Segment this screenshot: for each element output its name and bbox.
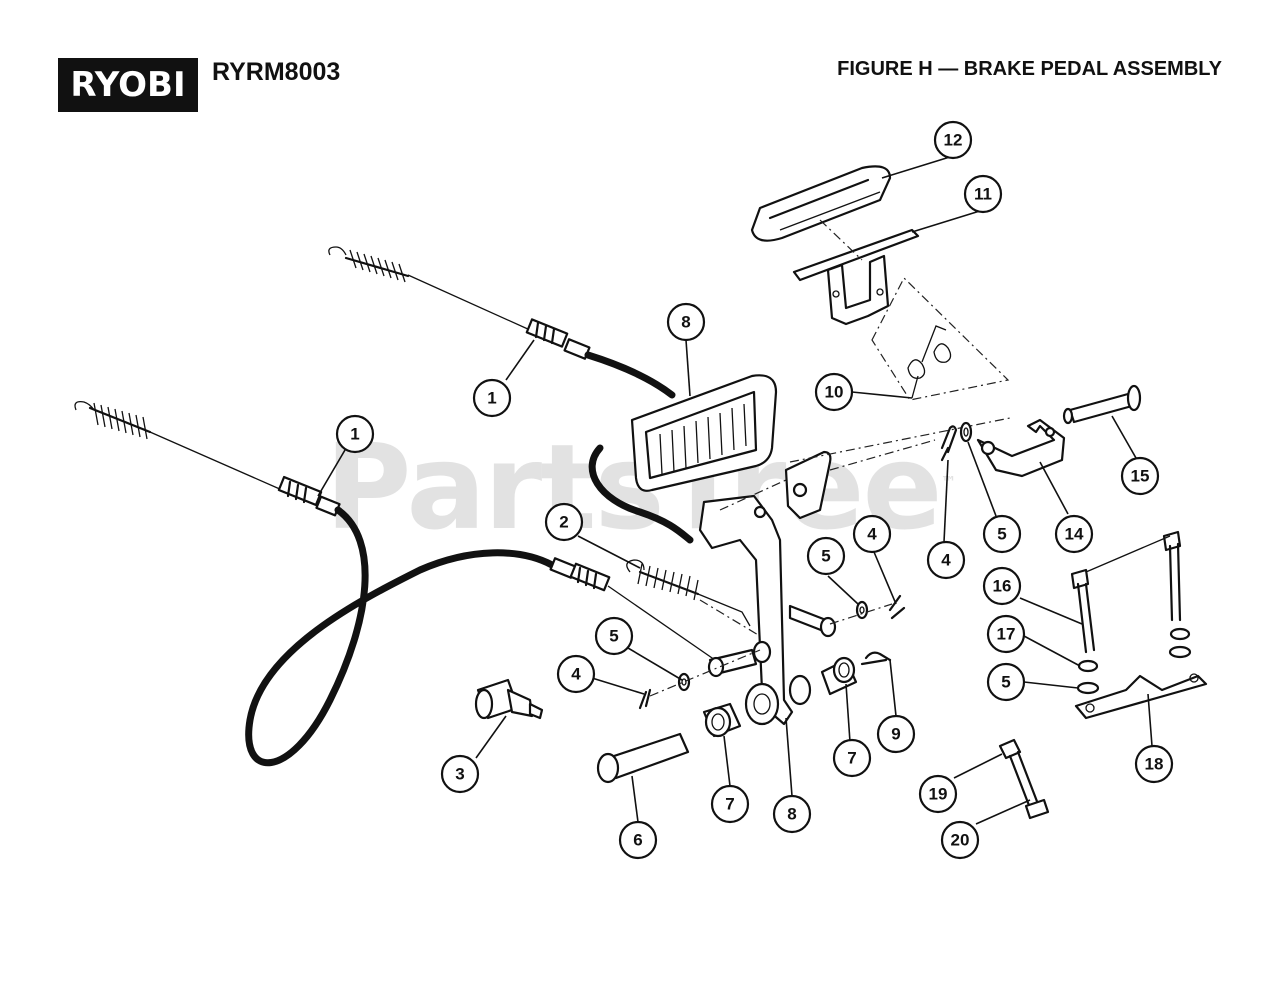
logo-text: RYOBI — [70, 65, 186, 105]
svg-text:4: 4 — [867, 525, 877, 544]
svg-text:9: 9 — [891, 725, 900, 744]
callout-17: 17 — [986, 614, 1026, 654]
callout-11: 10 — [814, 372, 854, 412]
bolt-nut-set — [998, 738, 1050, 820]
callout-1-lower: 1 — [335, 414, 375, 454]
callout-6: 6 — [618, 820, 658, 860]
callout-14: 14 — [1054, 514, 1094, 554]
svg-text:1: 1 — [350, 425, 359, 444]
svg-text:4: 4 — [571, 665, 581, 684]
brake-cable-lower — [74, 401, 716, 767]
torsion-spring — [871, 277, 1010, 401]
callout-8: 8 — [772, 794, 812, 834]
callout-15: 15 — [1120, 456, 1160, 496]
svg-text:17: 17 — [997, 625, 1016, 644]
pivot-bolt — [1062, 384, 1142, 425]
callout-5-left: 5 — [594, 616, 634, 656]
callout-2: 2 — [544, 502, 584, 542]
pedal-pad — [630, 374, 778, 492]
svg-text:7: 7 — [847, 749, 856, 768]
callout-13: 12 — [933, 120, 973, 160]
callout-20: 20 — [940, 820, 980, 860]
pedal-cable-segment — [588, 444, 694, 544]
svg-text:15: 15 — [1131, 467, 1150, 486]
callout-4-left: 4 — [556, 654, 596, 694]
callout-16: 16 — [982, 566, 1022, 606]
callout-18: 18 — [1134, 744, 1174, 784]
svg-text:8: 8 — [787, 805, 796, 824]
ryobi-logo: RYOBI — [58, 58, 198, 112]
callout-4-right: 4 — [926, 540, 966, 580]
svg-text:20: 20 — [951, 831, 970, 850]
leader-lines — [317, 155, 1153, 825]
callout-5-plate: 5 — [986, 662, 1026, 702]
return-spring — [626, 559, 761, 637]
pedal-arm — [698, 459, 831, 726]
callout-7-left: 7 — [710, 784, 750, 824]
callout-7-right: 7 — [832, 738, 872, 778]
brake-switch — [474, 678, 544, 720]
svg-text:14: 14 — [1065, 525, 1084, 544]
svg-text:16: 16 — [993, 577, 1012, 596]
svg-text:4: 4 — [941, 551, 951, 570]
callout-9: 9 — [876, 714, 916, 754]
svg-text:5: 5 — [609, 627, 618, 646]
foot-pad-cover — [750, 165, 892, 242]
svg-text:12: 12 — [944, 131, 963, 150]
svg-text:5: 5 — [1001, 673, 1010, 692]
svg-text:3: 3 — [455, 765, 464, 784]
callout-10: 8 — [666, 302, 706, 342]
svg-text:11: 11 — [974, 185, 992, 204]
svg-text:8: 8 — [681, 313, 690, 332]
arm-hardware — [596, 594, 906, 784]
svg-text:5: 5 — [997, 525, 1006, 544]
callout-5-mid: 5 — [806, 536, 846, 576]
callout-5-right: 5 — [982, 514, 1022, 554]
pedal-top-bracket — [792, 219, 920, 326]
svg-text:19: 19 — [929, 785, 948, 804]
callout-3: 3 — [440, 754, 480, 794]
svg-text:2: 2 — [559, 513, 568, 532]
svg-text:10: 10 — [825, 383, 844, 402]
callout-19: 19 — [918, 774, 958, 814]
mounting-plate-assembly — [1070, 530, 1208, 720]
hardware-near-linkage — [940, 421, 973, 462]
svg-text:5: 5 — [821, 547, 830, 566]
callout-4-mid: 4 — [852, 514, 892, 554]
svg-text:7: 7 — [725, 795, 734, 814]
model-number: RYRM8003 — [212, 58, 341, 86]
pedal-mount-bracket — [784, 417, 1011, 520]
callout-12: 11 — [963, 174, 1003, 214]
callouts: 12 11 8 10 1 1 2 3 4 4 4 5 5 5 5 6 7 7 8… — [335, 120, 1174, 860]
brake-cable-upper — [328, 246, 676, 399]
svg-text:18: 18 — [1145, 755, 1164, 774]
brake-linkage — [976, 418, 1066, 478]
watermark-tm: ™ — [940, 472, 957, 492]
svg-text:6: 6 — [633, 831, 642, 850]
callout-1-upper: 1 — [472, 378, 512, 418]
svg-text:1: 1 — [487, 389, 496, 408]
figure-title: FIGURE H — BRAKE PEDAL ASSEMBLY — [837, 58, 1222, 80]
